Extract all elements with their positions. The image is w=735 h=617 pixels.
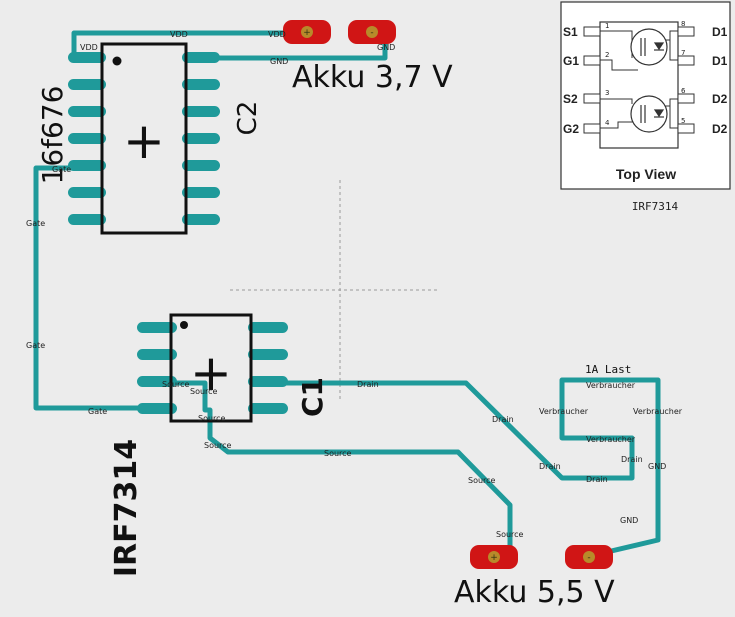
svg-text:GND: GND bbox=[648, 462, 666, 471]
trace-gnd2 bbox=[587, 435, 661, 559]
svg-text:D1: D1 bbox=[712, 25, 728, 39]
crosshair bbox=[230, 180, 440, 400]
last-label: 1A Last bbox=[585, 363, 631, 376]
svg-text:-: - bbox=[370, 28, 373, 38]
svg-text:1: 1 bbox=[605, 22, 609, 30]
svg-text:Source: Source bbox=[162, 380, 190, 389]
svg-text:Gate: Gate bbox=[26, 341, 45, 350]
svg-text:Verbraucher: Verbraucher bbox=[539, 407, 589, 416]
trace-gate bbox=[33, 165, 158, 411]
chip-irf7314[interactable]: + IRF7314 C1 bbox=[109, 313, 329, 577]
chip2-cap: C1 bbox=[296, 377, 329, 417]
chip2-name: IRF7314 bbox=[109, 439, 144, 577]
svg-text:Verbraucher: Verbraucher bbox=[586, 435, 636, 444]
svg-text:VDD: VDD bbox=[268, 30, 286, 39]
trace-source bbox=[152, 380, 513, 559]
svg-text:8: 8 bbox=[681, 20, 685, 28]
svg-text:Drain: Drain bbox=[492, 415, 514, 424]
svg-text:Gate: Gate bbox=[26, 219, 45, 228]
svg-text:Source: Source bbox=[198, 414, 226, 423]
svg-text:Drain: Drain bbox=[539, 462, 561, 471]
chip1-name: 16f676 bbox=[36, 86, 69, 185]
chip1-plus: + bbox=[123, 112, 165, 170]
svg-text:Verbraucher: Verbraucher bbox=[586, 381, 636, 390]
trace-vdd bbox=[71, 30, 309, 61]
inset-part-label: IRF7314 bbox=[632, 200, 679, 213]
svg-text:Drain: Drain bbox=[586, 475, 608, 484]
chip1-pin1-dot bbox=[112, 56, 122, 66]
svg-text:Source: Source bbox=[324, 449, 352, 458]
svg-text:D2: D2 bbox=[712, 122, 728, 136]
svg-text:Source: Source bbox=[190, 387, 218, 396]
svg-text:S2: S2 bbox=[563, 92, 578, 106]
svg-text:2: 2 bbox=[605, 51, 609, 59]
svg-text:7: 7 bbox=[681, 49, 685, 57]
chip1-body bbox=[100, 42, 188, 235]
svg-text:Source: Source bbox=[204, 441, 232, 450]
svg-text:-: - bbox=[587, 553, 590, 563]
svg-text:GND: GND bbox=[620, 516, 638, 525]
chip1-pins bbox=[68, 52, 220, 225]
svg-text:G2: G2 bbox=[563, 122, 579, 136]
svg-text:Gate: Gate bbox=[52, 165, 71, 174]
akku-3v7-minus-pad[interactable]: - bbox=[348, 20, 396, 44]
svg-text:4: 4 bbox=[605, 119, 610, 127]
akku-5v5-plus-pad[interactable]: + bbox=[470, 545, 518, 569]
svg-text:GND: GND bbox=[270, 57, 288, 66]
chip-16f676[interactable]: + 16f676 C2 bbox=[36, 42, 263, 235]
chip2-body bbox=[169, 313, 253, 423]
svg-text:GND: GND bbox=[377, 43, 395, 52]
svg-text:G1: G1 bbox=[563, 54, 579, 68]
svg-text:Verbraucher: Verbraucher bbox=[633, 407, 683, 416]
svg-text:3: 3 bbox=[605, 89, 609, 97]
net-labels: VDD VDD VDD GND GND Gate Gate Gate Gate … bbox=[26, 30, 683, 539]
irf7314-top-view-inset: S1 G1 S2 G2 D1 D1 D2 D2 1 2 3 4 8 7 6 5 … bbox=[560, 1, 731, 213]
akku-3v7-label: Akku 3,7 V bbox=[292, 60, 453, 95]
chip2-plus: + bbox=[190, 344, 232, 402]
chip2-pin1-dot bbox=[180, 321, 188, 329]
svg-text:+: + bbox=[490, 553, 498, 563]
svg-text:Drain: Drain bbox=[621, 455, 643, 464]
svg-text:+: + bbox=[303, 28, 311, 38]
inset-caption: Top View bbox=[616, 166, 676, 182]
svg-text:Source: Source bbox=[468, 476, 496, 485]
akku-5v5-label: Akku 5,5 V bbox=[454, 575, 615, 610]
svg-text:VDD: VDD bbox=[80, 43, 98, 52]
svg-text:5: 5 bbox=[681, 117, 685, 125]
svg-text:D2: D2 bbox=[712, 92, 728, 106]
svg-text:Drain: Drain bbox=[357, 380, 379, 389]
chip2-pins bbox=[137, 322, 288, 414]
akku-5v5-minus-pad[interactable]: - bbox=[565, 545, 613, 569]
svg-text:6: 6 bbox=[681, 87, 686, 95]
svg-text:Source: Source bbox=[496, 530, 524, 539]
svg-text:S1: S1 bbox=[563, 25, 578, 39]
svg-text:D1: D1 bbox=[712, 54, 728, 68]
trace-drain bbox=[263, 377, 661, 481]
akku-3v7-plus-pad[interactable]: + bbox=[283, 20, 331, 44]
chip1-cap: C2 bbox=[233, 101, 263, 136]
svg-text:VDD: VDD bbox=[170, 30, 188, 39]
svg-text:Gate: Gate bbox=[88, 407, 107, 416]
